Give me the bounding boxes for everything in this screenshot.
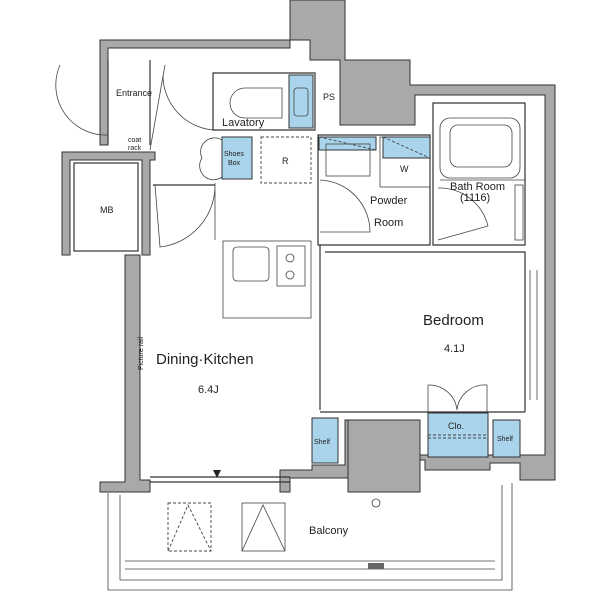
toilet-tank: [288, 74, 314, 129]
mb-label: MB: [100, 205, 114, 215]
bath-room: Bath Room (1116): [432, 102, 526, 246]
lavatory-label: Lavatory: [222, 117, 265, 129]
entrance: Entrance coat rack: [55, 60, 166, 152]
dining-kitchen-size: 6.4J: [198, 384, 219, 396]
closet-label: Clo.: [448, 421, 464, 431]
kitchen-counter: [222, 240, 312, 319]
refrigerator-space: R: [260, 136, 312, 184]
hall-doors: [153, 74, 216, 248]
dining-kitchen-label: Dining·Kitchen: [156, 351, 254, 368]
shelf-right: Shelf: [492, 419, 521, 458]
refrigerator-label: R: [282, 156, 289, 166]
powder-room-label-1: Powder: [370, 195, 408, 207]
bedroom-label: Bedroom: [423, 312, 484, 329]
washer-label: W: [400, 164, 409, 174]
shoes-box: Shoes Box: [199, 136, 253, 181]
shoes-box-label-1: Shoes: [224, 151, 244, 158]
shoes-box-label-2: Box: [228, 160, 241, 167]
entry-marker: [213, 470, 221, 478]
coat-rack-label-1: coat: [128, 137, 141, 144]
balcony-label: Balcony: [309, 525, 349, 537]
shelf-right-label: Shelf: [497, 436, 513, 443]
partitions: [150, 245, 538, 483]
structural-walls: [61, 0, 556, 493]
coat-rack-label-2: rack: [128, 145, 142, 152]
ps-label: PS: [323, 92, 335, 102]
bath-room-label-2: (1116): [460, 192, 490, 204]
shelf-left-label: Shelf: [314, 439, 330, 446]
powder-room-label-2: Room: [374, 217, 403, 229]
entrance-label: Entrance: [116, 88, 152, 98]
bedroom-size: 4.1J: [444, 343, 465, 355]
shelf-left: Shelf: [311, 417, 339, 464]
stove: [276, 245, 306, 287]
closet: Clo.: [427, 384, 489, 458]
meter-box: MB: [73, 162, 139, 252]
powder-room: W Powder Room: [317, 134, 431, 246]
bath-room-label-1: Bath Room: [450, 181, 505, 193]
picture-rail-label: Picture rail: [138, 336, 145, 370]
lavatory: Lavatory PS: [212, 72, 335, 131]
drain: [368, 563, 384, 569]
balcony: Balcony: [107, 483, 513, 591]
sink: [232, 246, 270, 282]
